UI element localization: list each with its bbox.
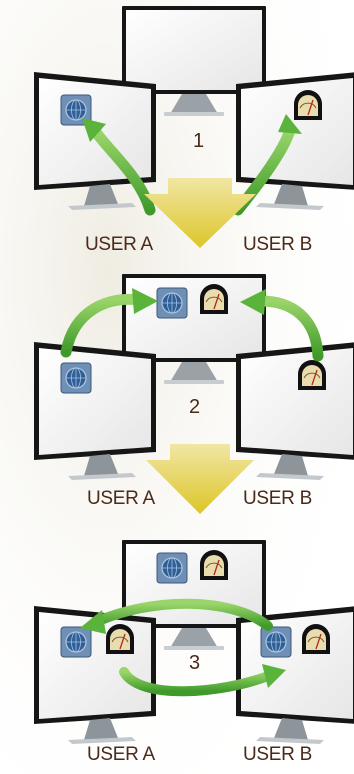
vu-meter-app-icon — [301, 623, 331, 655]
vu-meter-app-icon — [297, 359, 327, 391]
exchange-arrow-a-to-b — [119, 667, 273, 697]
step-number-1: 1 — [193, 130, 205, 152]
down-arrow-2 — [146, 444, 254, 514]
down-arrow-1 — [144, 178, 256, 248]
globe-app-icon — [60, 626, 92, 658]
step-3 — [34, 540, 354, 744]
globe-app-icon — [60, 362, 92, 394]
globe-app-icon — [156, 287, 188, 319]
vu-meter-app-icon — [293, 89, 323, 121]
vu-meter-app-icon — [105, 623, 135, 655]
user-b-label-3: USER B — [243, 744, 312, 765]
exchange-arrow-b-to-a — [91, 598, 273, 631]
step-1 — [34, 6, 354, 248]
globe-app-icon — [156, 552, 188, 584]
user-a-label-1: USER A — [85, 234, 153, 255]
vu-meter-app-icon — [199, 549, 229, 581]
globe-app-icon — [260, 626, 292, 658]
user-b-label-1: USER B — [243, 234, 312, 255]
vu-meter-app-icon — [199, 283, 229, 315]
user-b-label-2: USER B — [243, 488, 312, 509]
upload-arrow-a — [90, 126, 156, 216]
step-number-2: 2 — [189, 396, 201, 418]
share-arrow-b — [252, 295, 324, 362]
step-2 — [34, 274, 354, 514]
user-a-label-2: USER A — [87, 488, 155, 509]
user-a-label-3: USER A — [87, 744, 155, 765]
step-number-3: 3 — [189, 652, 201, 674]
share-arrow-a — [60, 293, 146, 358]
